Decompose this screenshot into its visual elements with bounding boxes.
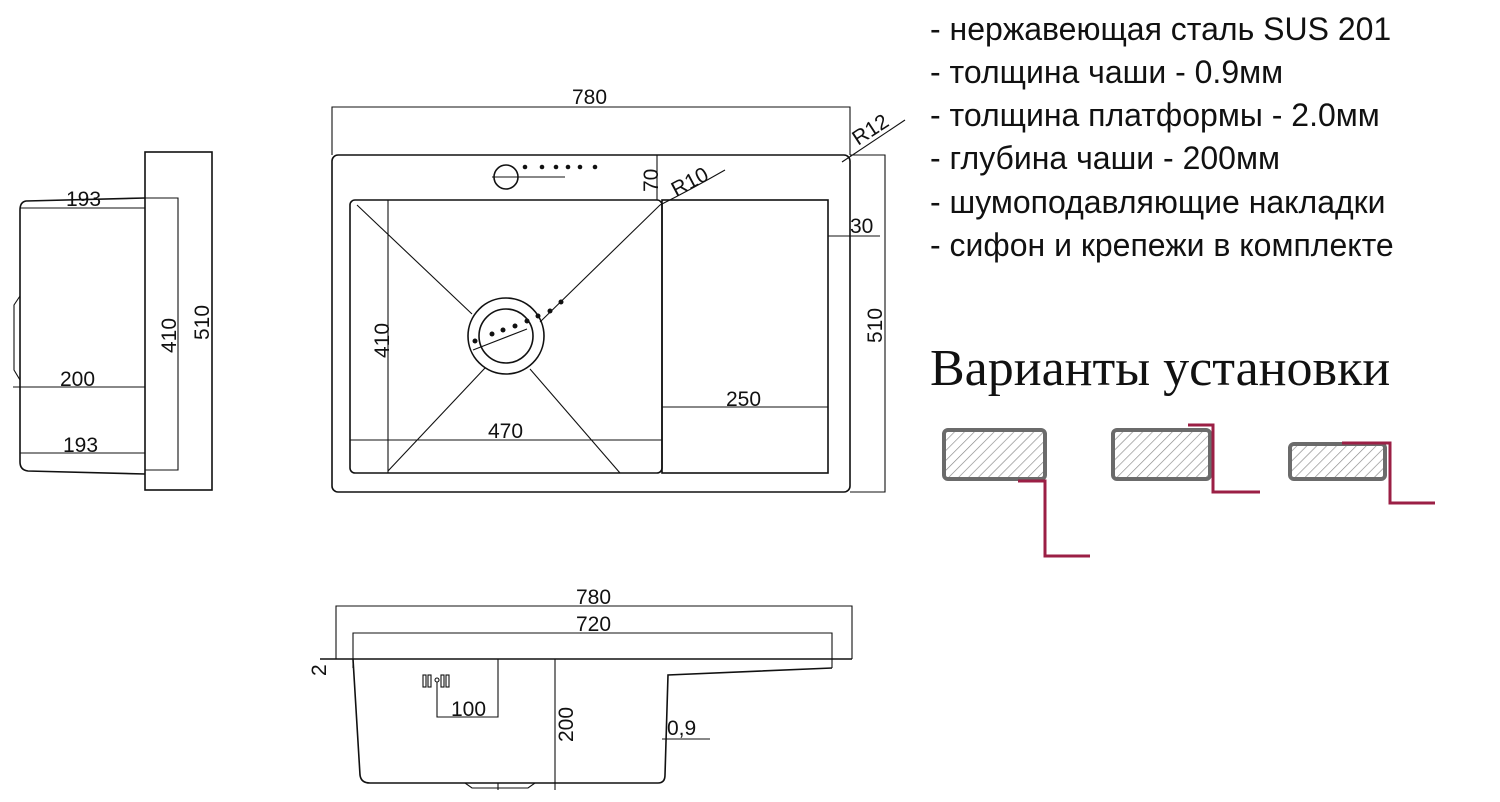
dim-410-bowl: 410 <box>371 323 394 358</box>
dim-720: 720 <box>576 613 611 636</box>
dim-250: 250 <box>726 388 761 411</box>
dim-510-top: 510 <box>864 308 887 343</box>
faucet-hole-icon <box>492 164 598 190</box>
dim-200-depth: 200 <box>555 707 578 742</box>
top-view: 780 R12 510 410 470 70 <box>331 86 906 493</box>
install-variant-overmount <box>1288 441 1435 505</box>
feature-item: - шумоподавляющие накладки <box>930 184 1386 220</box>
dim-780-top: 780 <box>572 86 607 109</box>
dim-30: 30 <box>850 215 873 238</box>
dim-70: 70 <box>640 169 663 192</box>
feature-item: - толщина чаши - 0.9мм <box>930 54 1283 90</box>
feature-item: - толщина платформы - 2.0мм <box>930 97 1380 133</box>
dim-780-line <box>331 106 851 155</box>
dim-510: 510 <box>191 305 214 340</box>
dim-780-front: 780 <box>576 586 611 609</box>
dim-2: 2 <box>308 664 331 676</box>
dim-0-9: 0,9 <box>667 717 696 740</box>
dim-510-line <box>850 154 886 493</box>
dim-193-top: 193 <box>66 188 101 211</box>
feature-item: - сифон и крепежи в комплекте <box>930 227 1394 263</box>
dim-200: 200 <box>60 368 95 391</box>
feature-list: - нержавеющая сталь SUS 201 - толщина ча… <box>930 11 1394 263</box>
side-view: 193 200 193 410 510 <box>13 151 214 491</box>
side-overflow <box>13 295 21 381</box>
feature-item: - глубина чаши - 200мм <box>930 140 1280 176</box>
feature-item: - нержавеющая сталь SUS 201 <box>930 11 1391 47</box>
drain-icon <box>467 297 564 375</box>
install-title: Варианты установки <box>930 340 1390 397</box>
dim-470: 470 <box>488 420 523 443</box>
bowl-profile <box>352 658 833 784</box>
overflow-icon <box>422 674 450 688</box>
dim-r10: R10 <box>668 163 713 201</box>
install-variant-undermount <box>942 428 1090 558</box>
dim-193-bottom: 193 <box>63 434 98 457</box>
dim-410-line <box>145 197 179 471</box>
dim-r12: R12 <box>848 110 893 150</box>
side-outline <box>144 151 213 491</box>
side-profile <box>19 197 146 475</box>
sink-outline <box>331 154 851 493</box>
dim-100: 100 <box>451 698 486 721</box>
drainboard-outline <box>661 199 829 474</box>
install-variant-flush <box>1111 423 1260 494</box>
front-view: 780 720 2 100 200 0,9 <box>308 586 853 790</box>
dim-410: 410 <box>158 318 181 353</box>
